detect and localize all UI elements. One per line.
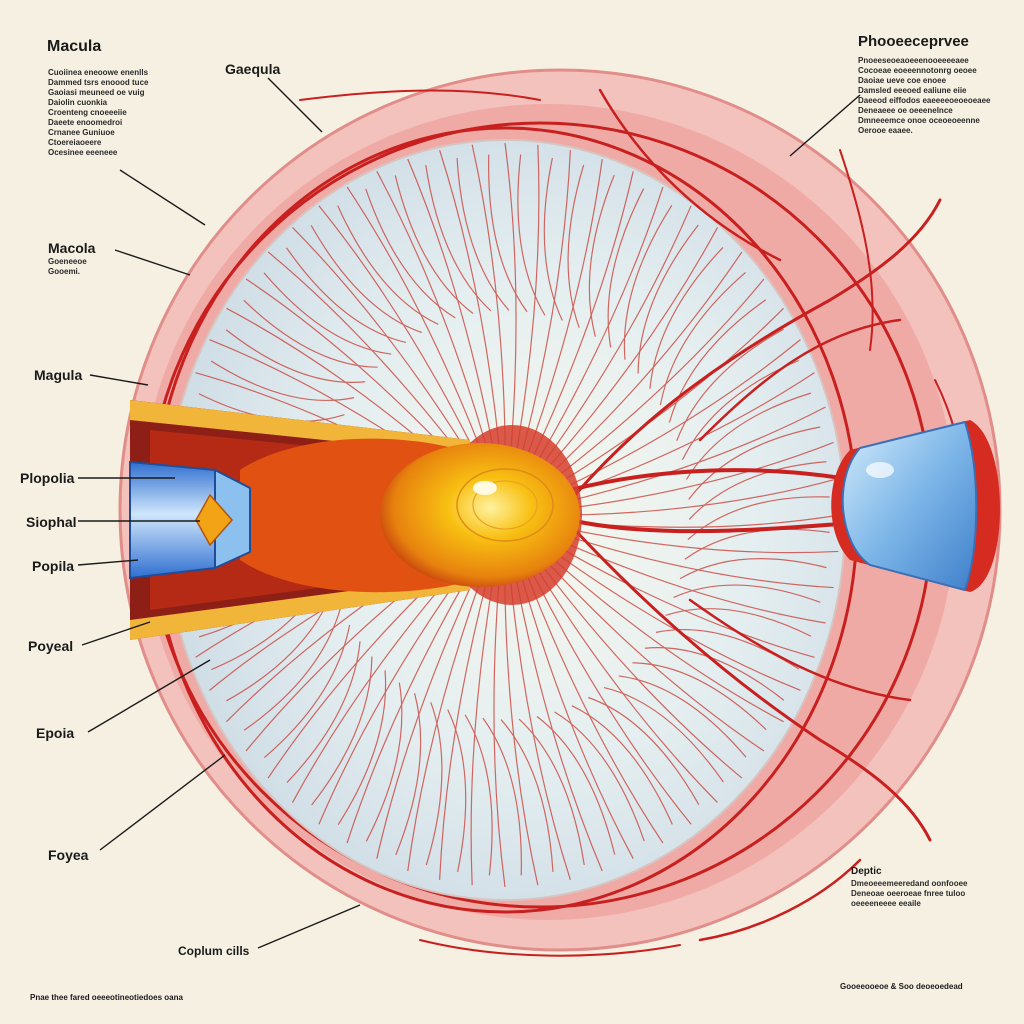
label-piopolia: Plopolia — [20, 470, 75, 486]
footer-left-caption: Pnae thee fared oeeeotineotiedoes oana — [30, 993, 183, 1002]
fiber-branch — [571, 705, 673, 825]
fiber-branch — [679, 558, 827, 580]
label-epoia: Epoia — [36, 725, 75, 741]
fiber-branch — [286, 247, 407, 344]
description-line: Dmeoeeemeeredand oonfooee — [851, 879, 968, 888]
label-geacula: Gaequla — [225, 61, 281, 77]
leader-lines — [77, 77, 861, 949]
fiber-branch — [456, 158, 510, 311]
fiber-branch — [588, 174, 615, 337]
fiber-branch — [286, 641, 361, 783]
description-line: Gooemi. — [48, 267, 81, 276]
fiber-branch — [337, 205, 439, 325]
fiber-branch — [365, 682, 403, 842]
label-foyea: Foyea — [48, 847, 89, 863]
description-line: oeeeeneeee eeaile — [851, 899, 921, 908]
description-line: Pnoeeseoeaoeeenooeeeeaee — [858, 56, 969, 65]
fiber-branch — [310, 225, 422, 334]
description-line: Daeeod eiffodos eaeeeeoeoeoeaee — [858, 96, 991, 105]
description-line: Croenteng cnoeeeiie — [48, 108, 127, 117]
fiber-branch — [588, 696, 700, 805]
label-deptic: Deptic — [851, 866, 882, 877]
fiber-branch — [685, 392, 812, 480]
fiber-branch — [607, 188, 645, 348]
fiber-branch — [543, 157, 563, 321]
label-magula: Magula — [34, 367, 83, 383]
description-line: Oerooe eaaee. — [858, 126, 913, 135]
description-line: Ocesinee eeeneee — [48, 148, 118, 157]
fiber-branch — [264, 624, 351, 759]
fiber-branch — [425, 702, 443, 866]
fiber-branch — [243, 299, 378, 368]
fiber-branch — [500, 719, 554, 872]
blood-vessels — [299, 88, 963, 957]
fiber-branch — [567, 164, 585, 328]
description-line: Damsled eeeoed ealiune eiie — [858, 86, 967, 95]
description-line: Daiolin cuonkia — [48, 98, 108, 107]
fiber-branch — [263, 272, 392, 355]
optic-disc — [380, 425, 582, 605]
fiber-branch — [623, 205, 673, 360]
fiber-branch — [464, 714, 493, 876]
fiber-branch — [668, 299, 767, 423]
fiber-branch — [684, 528, 830, 560]
label-siophal: Siophal — [26, 514, 77, 530]
description-line: Goeneeoe — [48, 257, 87, 266]
description-line: Daeete enoomedroi — [48, 118, 123, 127]
description-line: Dammed tsrs enoood tuce — [48, 78, 149, 87]
fiber-branch — [659, 271, 746, 406]
description-line: Daoiae ueve coe enoee — [858, 76, 947, 85]
fiber-branch — [447, 709, 467, 873]
label-macola: Macola — [48, 240, 96, 256]
fiber-branch — [536, 716, 616, 855]
description-line: Gaoiasi meuneed oe vuig — [48, 88, 145, 97]
label-macula-title: Macula — [47, 38, 102, 55]
label-coplum-cills: Coplum cills — [178, 944, 250, 958]
fiber-branch — [554, 711, 645, 842]
label-poyeal: Poyeal — [28, 638, 74, 654]
description-line: Cuoiinea eneoowe enenlls — [48, 68, 149, 77]
fiber-branch — [225, 329, 366, 383]
fiber-branch — [337, 670, 387, 825]
nerve-tube — [129, 460, 251, 580]
fiber-branch — [649, 247, 724, 389]
description-line: Ctoereiaoeere — [48, 138, 102, 147]
fiber-branch — [632, 662, 767, 731]
fiber-branch — [618, 675, 747, 758]
fiber-branch — [243, 607, 342, 731]
description-line: Crnanee Guniuoe — [48, 128, 115, 137]
fiber-branch — [395, 693, 422, 856]
fiber-branch — [210, 360, 355, 402]
fiber-branch — [311, 656, 373, 806]
description-line: Cocoeae eoeeennotonrg oeoee — [858, 66, 977, 75]
fiber-branch — [665, 608, 812, 637]
fiber-branch — [673, 584, 821, 603]
fiber-branch — [425, 164, 492, 312]
fiber-branch — [518, 718, 585, 866]
description-line: Deneoae oeeroeae fnree tuloo — [851, 889, 966, 898]
fiber-branch — [688, 461, 827, 520]
lens-shape — [831, 420, 1000, 592]
fiber-branch — [603, 686, 724, 783]
label-phooeeceprvee-title: Phooeeceprvee — [858, 33, 969, 50]
description-line: Dmneeemce onoe oceoeoeenne — [858, 116, 980, 125]
fiber-branch — [365, 188, 456, 319]
fiber-branch — [688, 426, 821, 500]
fiber-branch — [488, 154, 528, 313]
fiber-branch — [676, 328, 784, 442]
description-line: Deneaeee oe oeeenelnce — [858, 106, 953, 115]
fiber-branch — [637, 224, 699, 374]
label-popila: Popila — [32, 558, 75, 574]
fiber-branch — [482, 717, 522, 876]
footer-right-caption: Gooeeooeoe & Soo deoeoedead — [840, 982, 963, 991]
fiber-branch — [517, 154, 546, 316]
fiber-branch — [394, 175, 474, 314]
